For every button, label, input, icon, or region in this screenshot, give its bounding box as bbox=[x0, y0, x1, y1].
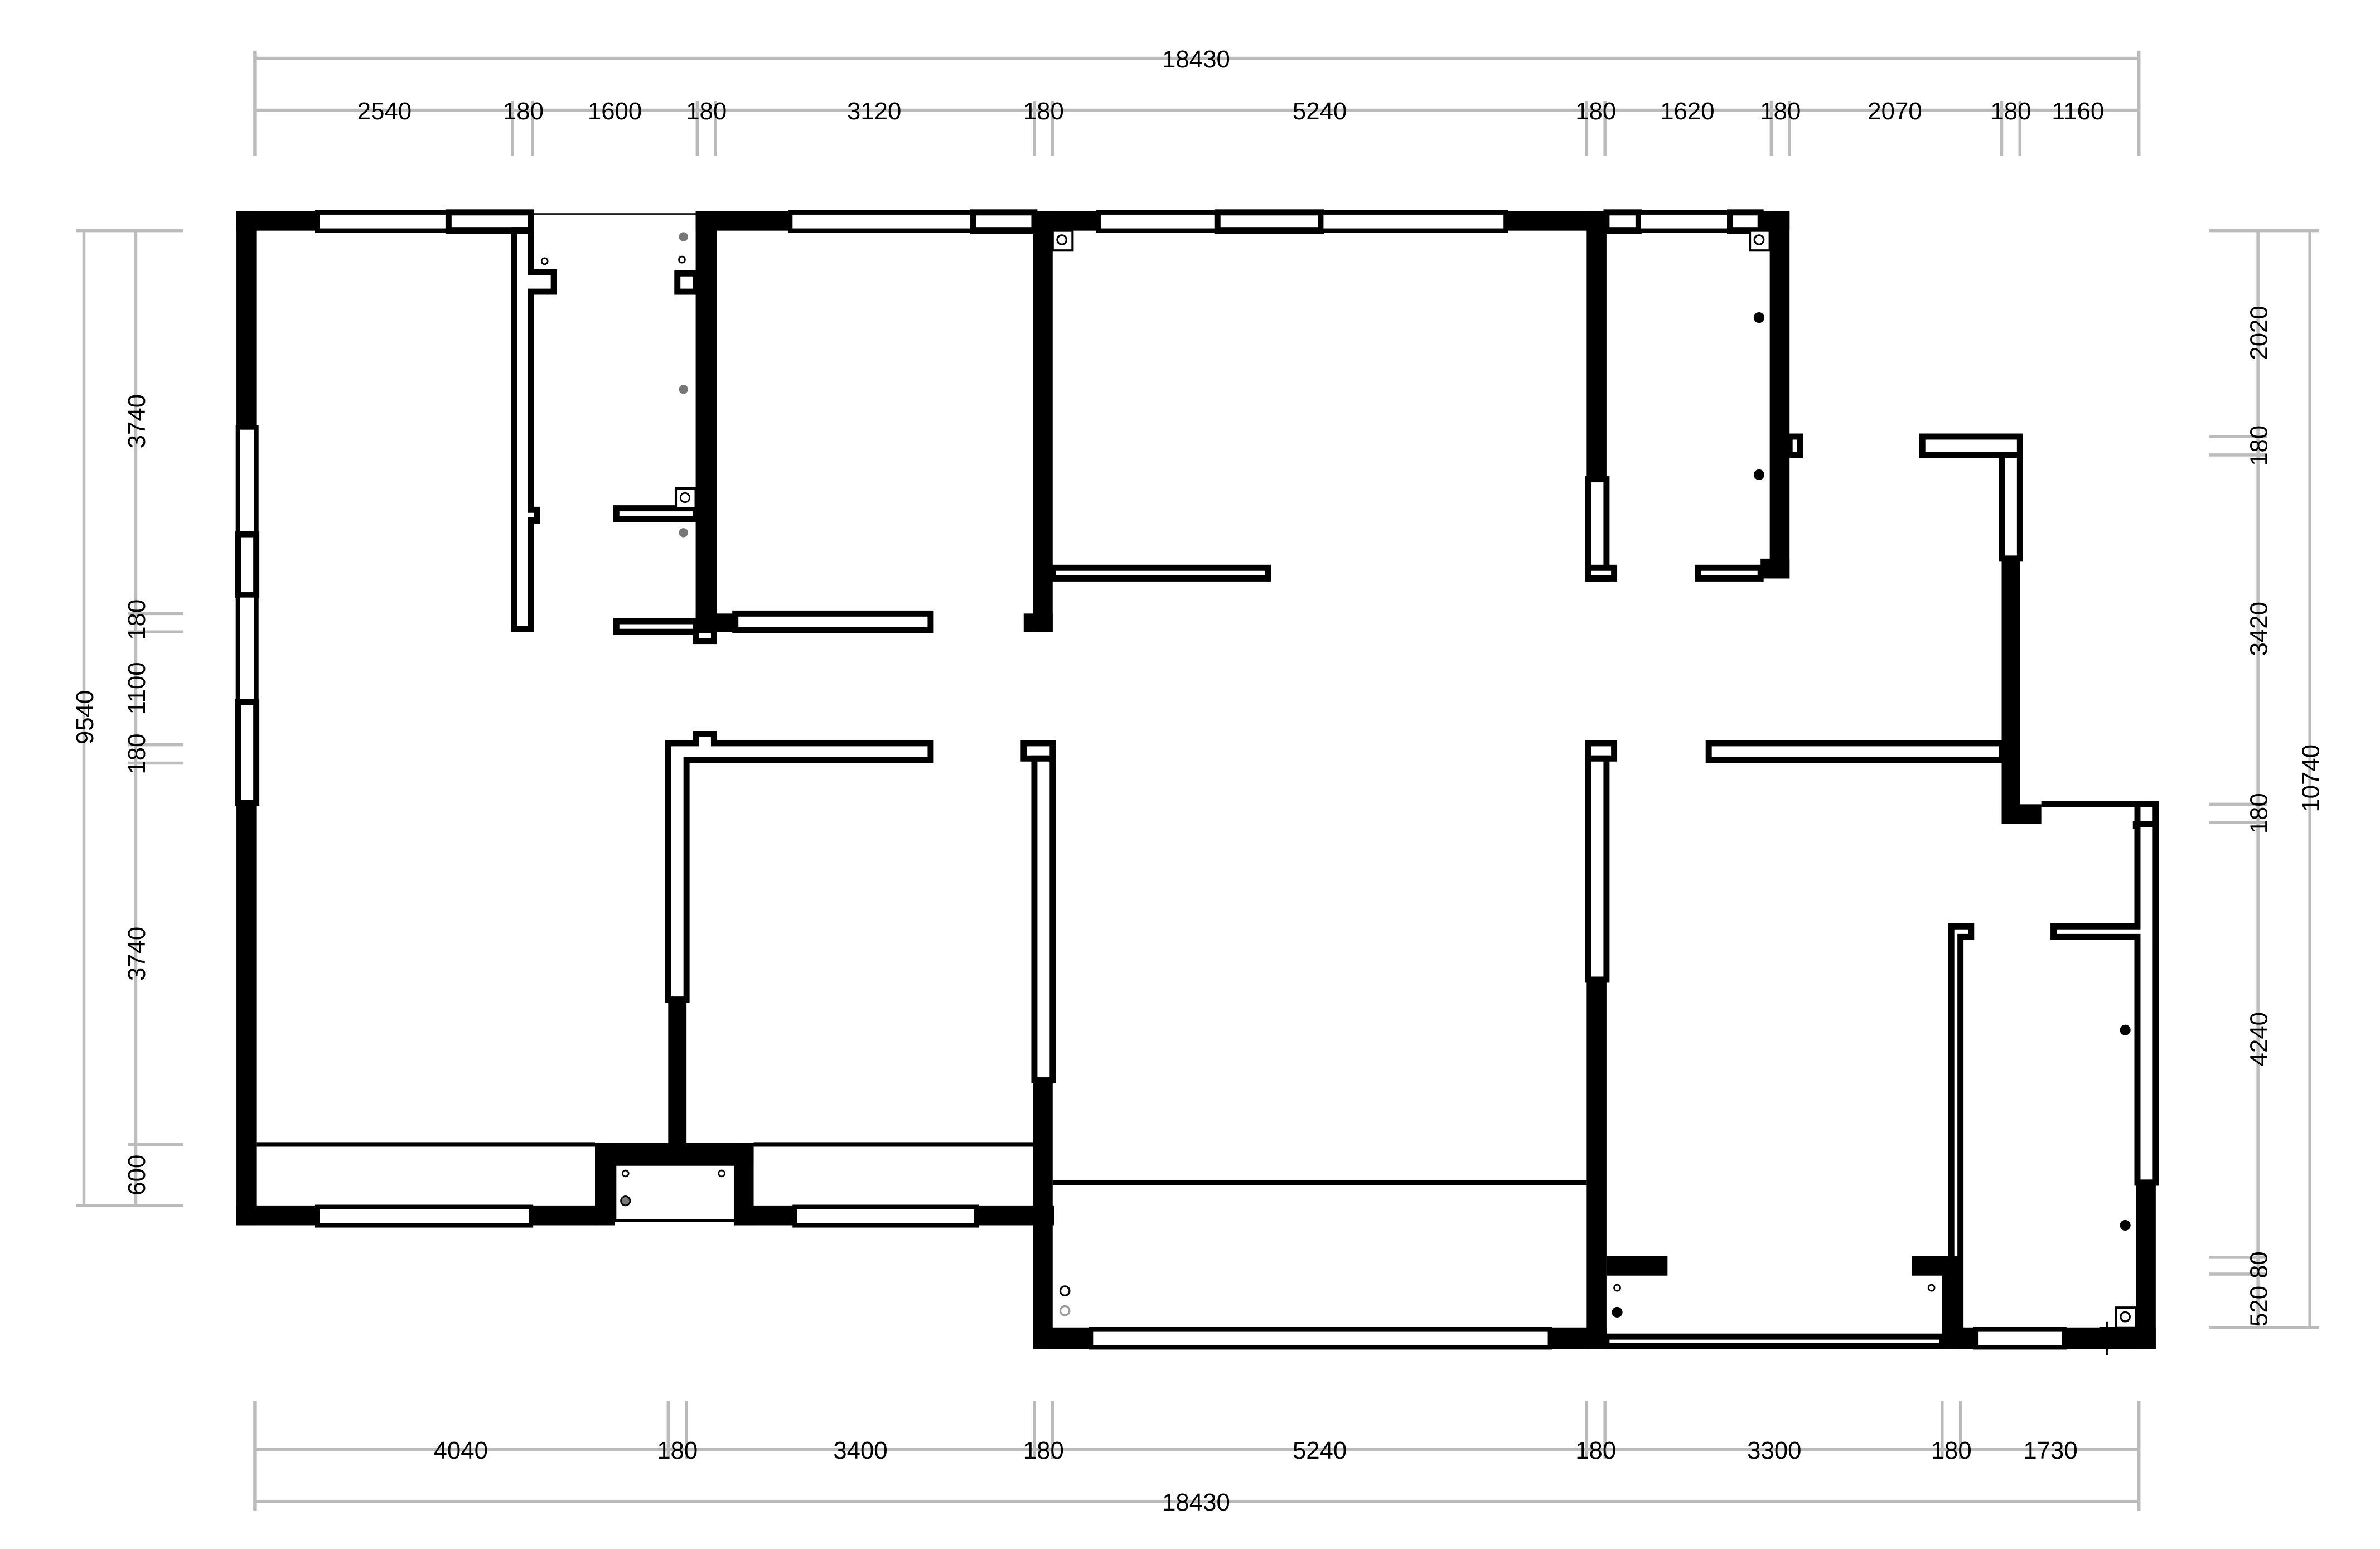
right-dimension-3: 3420 bbox=[2246, 602, 2273, 656]
top-dimension-8: 180 bbox=[1575, 98, 1616, 125]
top-dimension-4: 180 bbox=[686, 98, 727, 125]
bottom-total-dimension: 18430 bbox=[1162, 1489, 1230, 1516]
bottom-dimension-7: 3300 bbox=[1747, 1437, 1801, 1464]
left-dimensions: 9540 3740 180 1100 180 3740 600 bbox=[71, 394, 151, 1195]
bottom-dimension-8: 180 bbox=[1931, 1437, 1972, 1464]
left-dimension-4: 180 bbox=[123, 734, 151, 775]
bottom-dimension-2: 180 bbox=[657, 1437, 698, 1464]
right-dimension-4: 180 bbox=[2246, 793, 2273, 834]
walls bbox=[235, 209, 2159, 1350]
left-dimension-2: 180 bbox=[123, 599, 151, 640]
bottom-dimension-6: 180 bbox=[1575, 1437, 1616, 1464]
left-dimension-3: 1100 bbox=[123, 662, 151, 714]
top-dimension-13: 1160 bbox=[2052, 98, 2104, 125]
right-total-dimension: 10740 bbox=[2297, 744, 2325, 812]
top-dimension-11: 2070 bbox=[1868, 98, 1922, 125]
dimension-lines bbox=[76, 50, 2319, 1511]
right-dimension-2: 180 bbox=[2246, 425, 2273, 466]
top-dimension-2: 180 bbox=[503, 98, 544, 125]
right-dimension-1: 2020 bbox=[2246, 306, 2273, 360]
top-dimension-5: 3120 bbox=[847, 98, 901, 125]
top-total-dimension: 18430 bbox=[1162, 46, 1230, 73]
right-dimension-6: 80 bbox=[2246, 1251, 2273, 1279]
top-dimension-3: 1600 bbox=[588, 98, 642, 125]
fixtures bbox=[256, 213, 2137, 1356]
left-total-dimension: 9540 bbox=[71, 690, 99, 744]
top-dimension-10: 180 bbox=[1760, 98, 1801, 125]
bottom-dimension-3: 3400 bbox=[833, 1437, 887, 1464]
left-dimension-6: 600 bbox=[123, 1155, 151, 1195]
top-dimension-6: 180 bbox=[1023, 98, 1064, 125]
bottom-dimension-4: 180 bbox=[1023, 1437, 1064, 1464]
top-dimensions: 18430 2540 180 1600 180 3120 180 5240 18… bbox=[357, 46, 2105, 125]
left-dimension-5: 3740 bbox=[123, 927, 151, 981]
right-dimension-7: 520 bbox=[2246, 1286, 2273, 1327]
top-dimension-9: 1620 bbox=[1660, 98, 1714, 125]
top-dimension-1: 2540 bbox=[357, 98, 412, 125]
right-dimensions: 10740 2020 180 3420 180 4240 80 520 bbox=[2246, 306, 2325, 1327]
left-dimension-1: 3740 bbox=[123, 394, 151, 448]
bottom-dimensions: 18430 4040 180 3400 180 5240 180 3300 18… bbox=[434, 1437, 2078, 1516]
top-dimension-7: 5240 bbox=[1293, 98, 1347, 125]
bottom-dimension-5: 5240 bbox=[1293, 1437, 1347, 1464]
bottom-dimension-1: 4040 bbox=[434, 1437, 488, 1464]
bottom-dimension-9: 1730 bbox=[2023, 1437, 2077, 1464]
top-dimension-12: 180 bbox=[1990, 98, 2031, 125]
right-dimension-5: 4240 bbox=[2246, 1012, 2273, 1066]
